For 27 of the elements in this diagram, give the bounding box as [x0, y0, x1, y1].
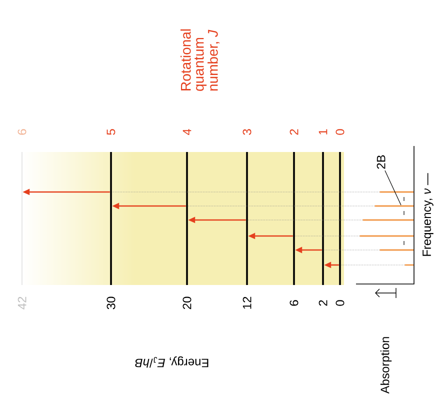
energy-value: 2	[318, 300, 328, 306]
energy-value: 30	[106, 296, 116, 310]
spacing-label: 2B	[376, 155, 386, 169]
level-number: 5	[106, 129, 116, 135]
energy-value: 20	[182, 296, 192, 310]
level-number: 3	[242, 129, 252, 135]
axis-title: Energy, E$_{J}$/hB	[135, 356, 208, 368]
spectral-line	[374, 205, 414, 207]
level-number: 2	[290, 129, 298, 135]
axis-title: Frequency, ν —	[422, 173, 434, 256]
level-number: 1	[318, 129, 328, 134]
leader-line	[384, 170, 402, 206]
energy-value: 42	[18, 296, 26, 310]
spectral-line	[404, 264, 414, 266]
dotted-guide-line	[340, 264, 405, 266]
axis-title: Absorption	[380, 337, 392, 394]
energy-value: 12	[242, 296, 252, 309]
energy-value: 6	[290, 300, 298, 306]
spectral-line	[380, 249, 414, 251]
level-number: 0	[336, 129, 344, 135]
spectral-line	[380, 191, 414, 193]
axis-title: Rotational quantum number, J	[180, 29, 220, 91]
energy-value: 0	[336, 300, 344, 306]
spectral-line	[360, 235, 414, 237]
level-number: 6	[18, 129, 26, 135]
spectral-line	[362, 219, 414, 221]
level-number: 4	[182, 129, 192, 136]
